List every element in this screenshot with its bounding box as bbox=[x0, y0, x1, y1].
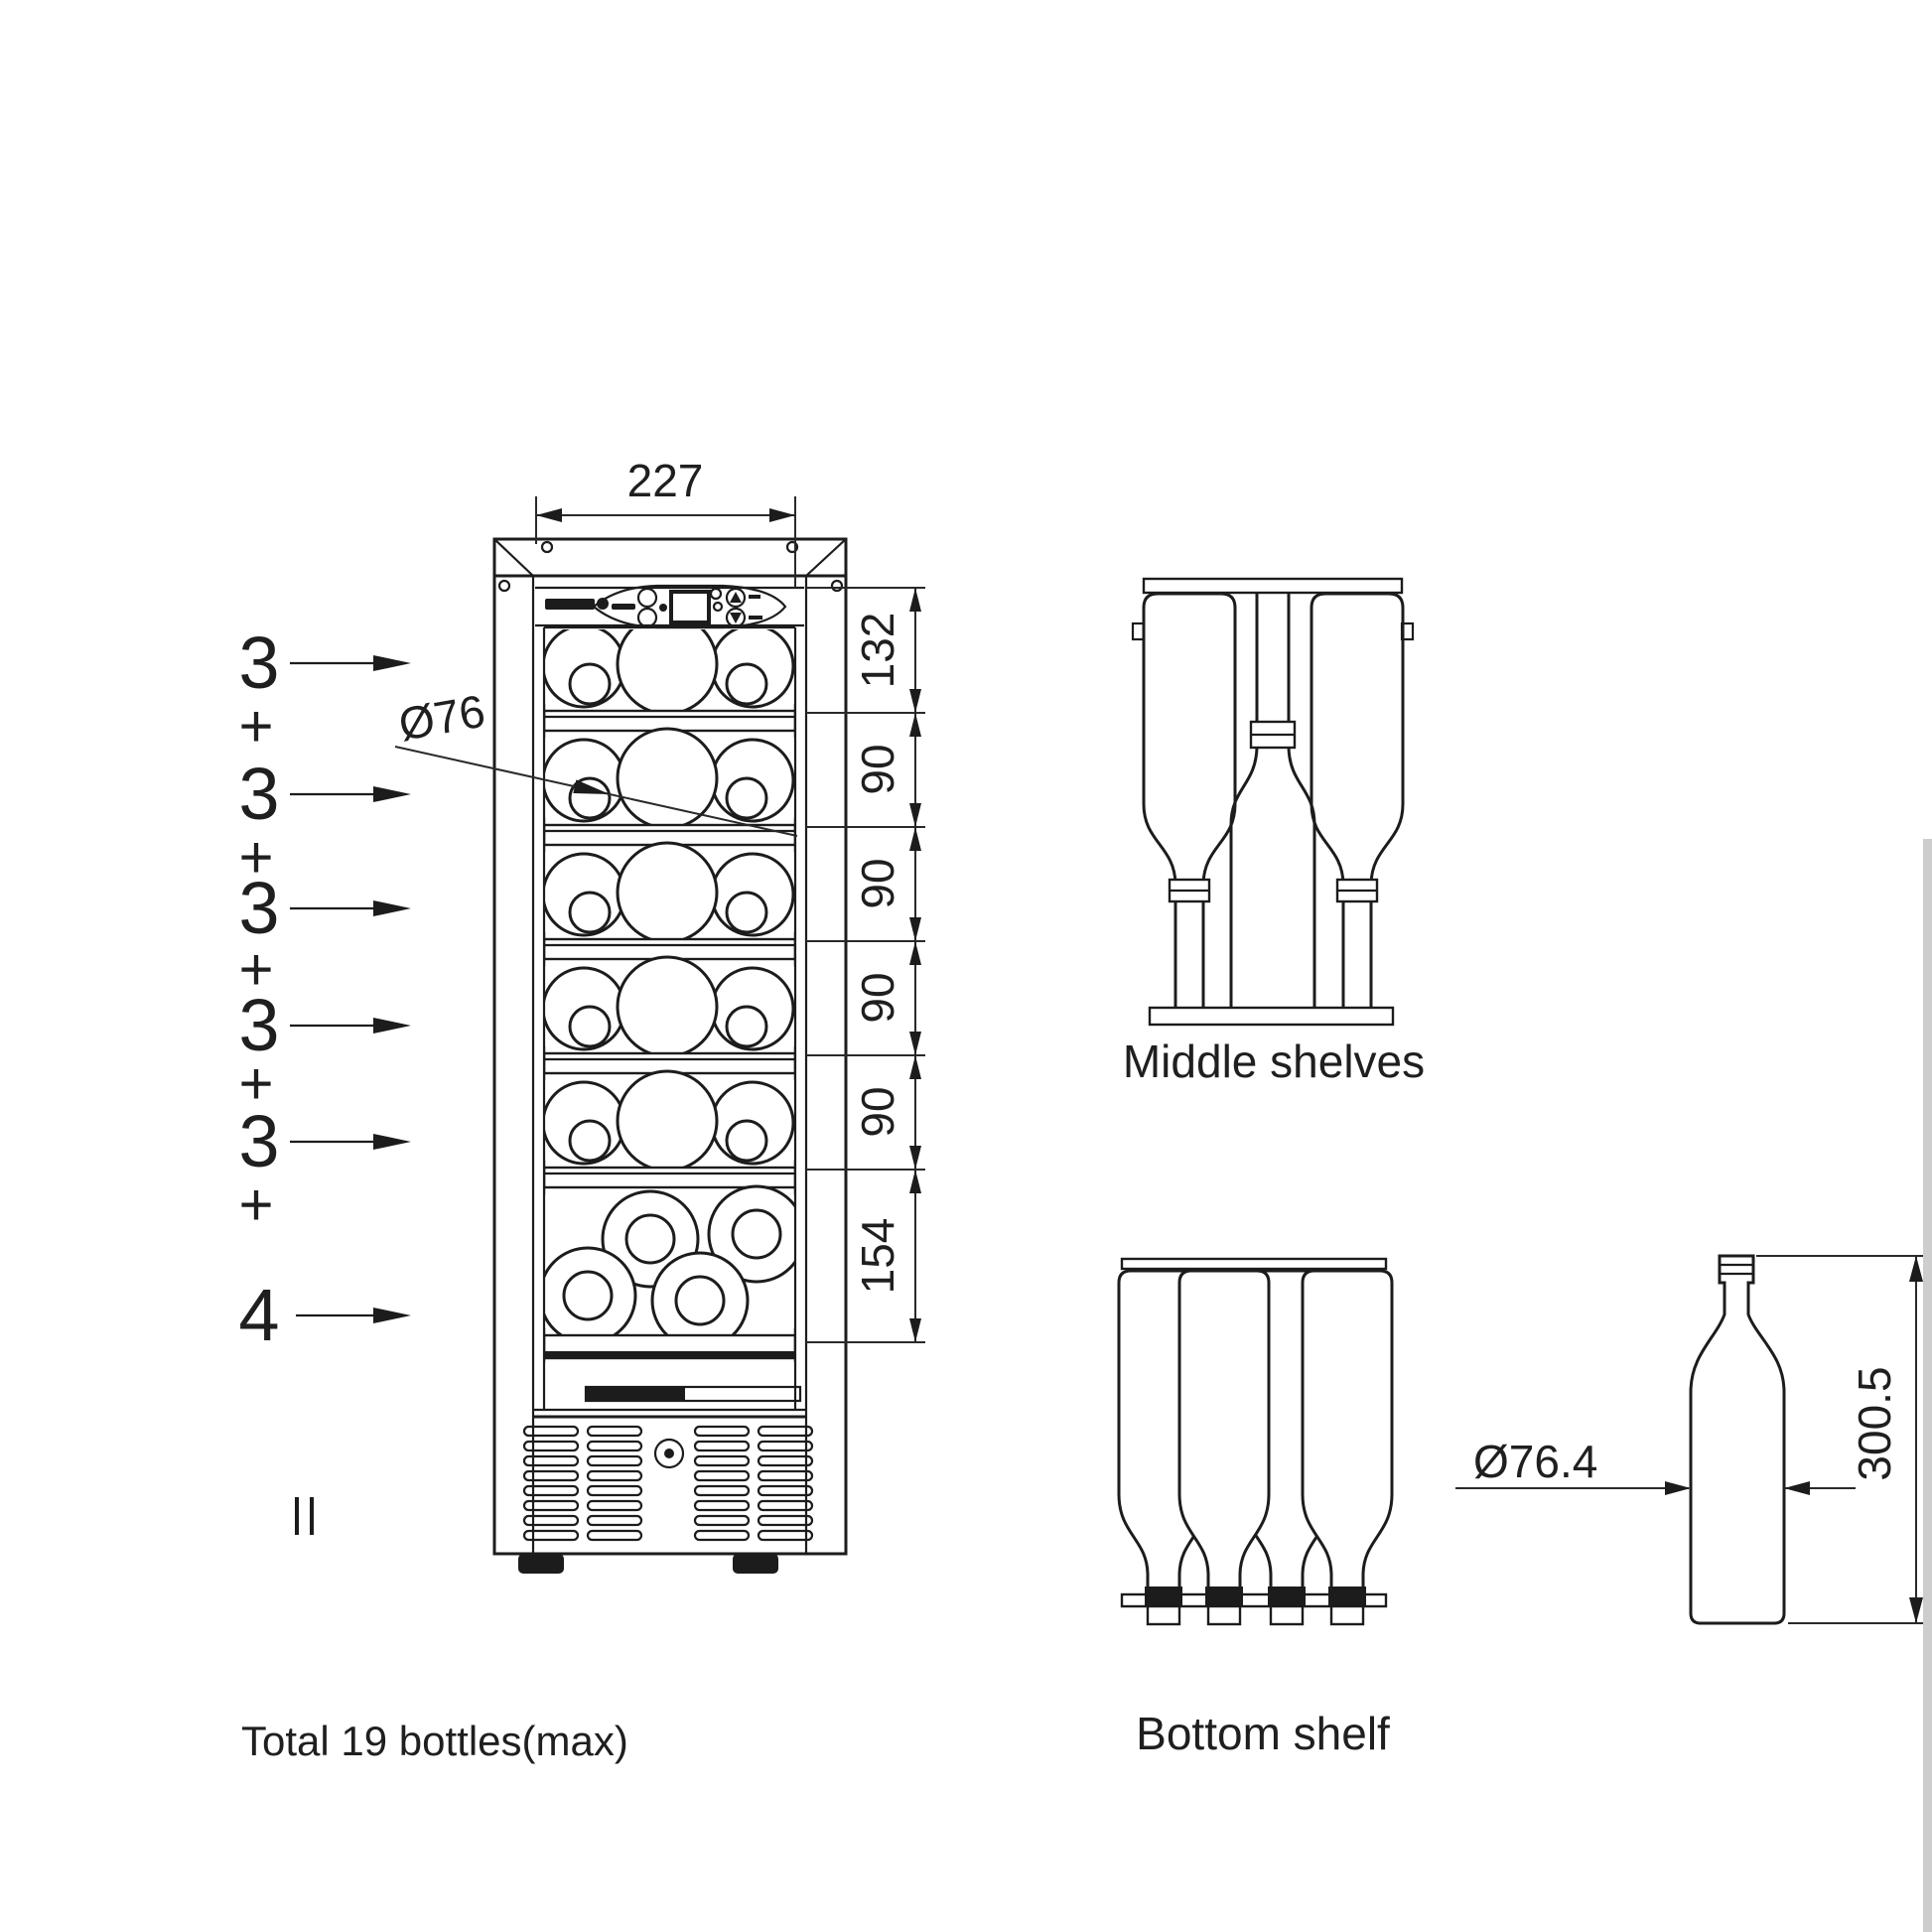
rotated-equals-mark bbox=[295, 1497, 314, 1535]
bottle-neck-down bbox=[1142, 592, 1237, 1011]
bottle-dimension-detail: Ø76.4 300.5 bbox=[1455, 1254, 1927, 1625]
temp-up-button-icon bbox=[725, 587, 747, 609]
row-pointer-arrows bbox=[290, 655, 411, 1323]
section-dim-label: 154 bbox=[852, 1218, 903, 1295]
panel-micro-label bbox=[749, 595, 760, 599]
diameter-dimension: Ø76.4 bbox=[1455, 1436, 1856, 1495]
bottle-neck-down bbox=[1310, 592, 1405, 1011]
total-bottles-label: Total 19 bottles(max) bbox=[241, 1718, 628, 1764]
shelf-rows bbox=[544, 613, 795, 1362]
plus-sign: + bbox=[238, 824, 273, 891]
section-dim-label: 90 bbox=[852, 1086, 903, 1137]
bottle-neck-down bbox=[1301, 1269, 1394, 1590]
control-panel bbox=[535, 582, 804, 629]
vent-grille bbox=[518, 1425, 814, 1574]
row-count-label: 3 bbox=[238, 867, 279, 949]
plus-sign: + bbox=[238, 1050, 273, 1117]
bottle-diameter-label: Ø76.4 bbox=[1473, 1436, 1597, 1487]
bottom-tray bbox=[544, 1327, 795, 1362]
wine-bottle-outline bbox=[1689, 1254, 1786, 1625]
brand-logo bbox=[545, 598, 635, 610]
arrow-right-icon bbox=[290, 786, 411, 802]
temperature-display bbox=[669, 590, 711, 628]
row-count-label: 3 bbox=[238, 753, 279, 835]
door-handle bbox=[584, 1385, 802, 1403]
section-dim-label: 90 bbox=[852, 972, 903, 1023]
shelf-row-4 bbox=[544, 955, 795, 1081]
bottle-neck-up bbox=[1229, 593, 1316, 1008]
row-count-label: 3 bbox=[238, 984, 279, 1066]
bottle-neck-rings bbox=[1145, 1587, 1366, 1626]
width-dimension: 227 bbox=[535, 455, 796, 588]
foot bbox=[518, 1554, 564, 1574]
section-dim-label: 90 bbox=[852, 744, 903, 794]
shelf-hook bbox=[1131, 621, 1146, 641]
shelf-row-3 bbox=[544, 841, 795, 967]
width-dim-label: 227 bbox=[627, 455, 704, 506]
middle-shelves-detail: Middle shelves bbox=[1123, 577, 1425, 1087]
plus-sign: + bbox=[238, 1172, 273, 1238]
row-count-label: 3 bbox=[238, 621, 279, 704]
edge-band-artifact bbox=[1923, 839, 1932, 1932]
row-count-label: 4 bbox=[238, 1274, 279, 1356]
foot bbox=[733, 1554, 778, 1574]
bottle-count-column: 3 + 3 + 3 + 3 + 3 + 4 Total 19 bottles(m… bbox=[238, 621, 627, 1764]
diameter-callout-label: Ø76 bbox=[395, 685, 489, 751]
section-dim-label: 90 bbox=[852, 858, 903, 908]
arrow-right-icon bbox=[290, 655, 411, 671]
wine-cooler-front-view: 227 Ø76 132 90 90 9 bbox=[395, 455, 925, 1574]
arrow-right-icon bbox=[290, 1134, 411, 1150]
screw-icon bbox=[785, 540, 799, 554]
screw-icon bbox=[540, 540, 554, 554]
section-dimension-chain: 132 90 90 90 90 154 bbox=[806, 587, 925, 1343]
control-lens bbox=[592, 584, 787, 629]
shelf-row-5 bbox=[544, 1069, 795, 1195]
arrow-right-icon bbox=[296, 1308, 411, 1323]
height-dimension: 300.5 bbox=[1756, 1255, 1927, 1624]
bottom-compartment-bottles bbox=[544, 1184, 795, 1350]
row-count-label: 3 bbox=[238, 1100, 279, 1182]
screw-icon bbox=[830, 579, 844, 593]
screw-icon bbox=[497, 579, 511, 593]
bottle-height-label: 300.5 bbox=[1849, 1366, 1900, 1480]
bottom-shelf-label: Bottom shelf bbox=[1136, 1708, 1390, 1759]
arrow-right-icon bbox=[290, 900, 411, 916]
shelf-row-1 bbox=[544, 613, 795, 739]
section-dim-label: 132 bbox=[852, 613, 903, 689]
plus-sign: + bbox=[238, 936, 273, 1003]
arrow-right-icon bbox=[290, 1018, 411, 1034]
plus-sign: + bbox=[238, 693, 273, 759]
bottle-neck-down bbox=[1177, 1269, 1271, 1590]
indicator-knob-icon bbox=[653, 1438, 685, 1469]
middle-shelves-label: Middle shelves bbox=[1123, 1035, 1425, 1087]
panel-micro-label bbox=[749, 616, 762, 620]
cabinet-body bbox=[492, 537, 848, 1556]
unit-indicator-icon bbox=[709, 587, 724, 613]
bottom-shelf-detail: Bottom shelf bbox=[1117, 1257, 1394, 1759]
